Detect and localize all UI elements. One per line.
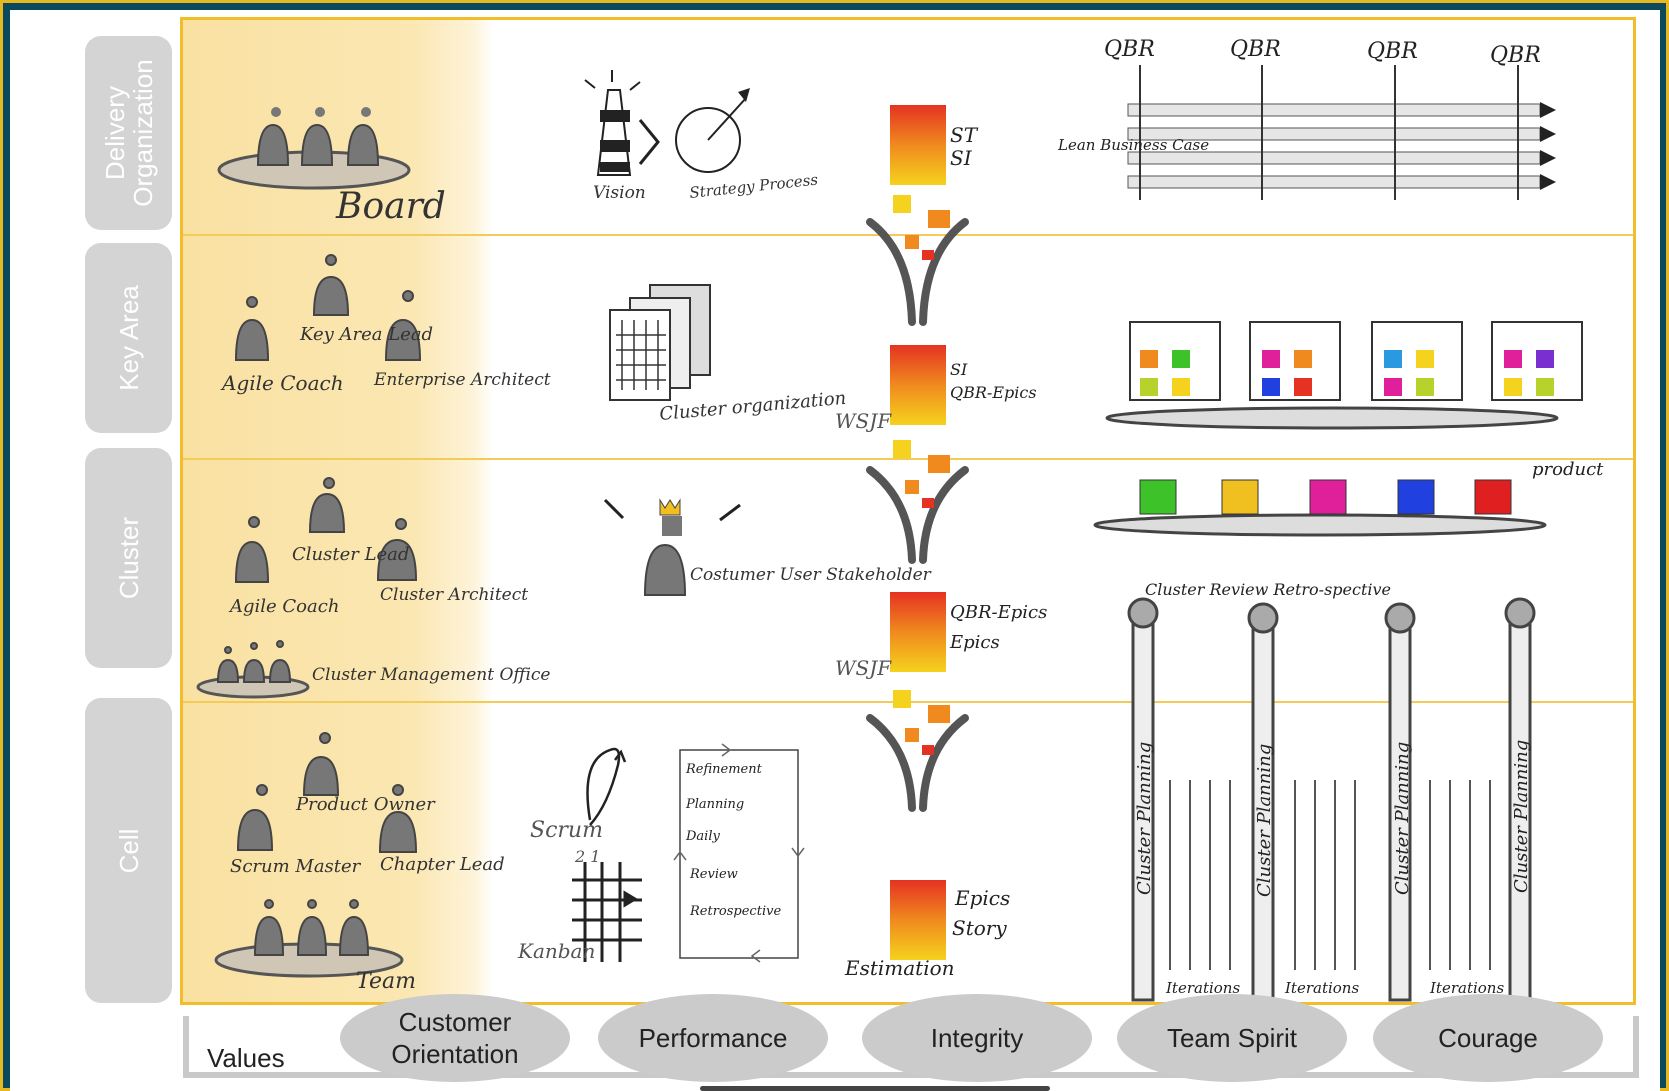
label-iterations: Iterations [1284, 979, 1359, 997]
label-scrum: Scrum [530, 818, 603, 843]
qbr-timeline [1127, 65, 1556, 200]
label-vision: Vision [593, 183, 646, 203]
values-bracket [183, 1016, 1639, 1078]
ceremony-item: Planning [685, 797, 744, 812]
label-kanban: Kanban [517, 939, 595, 963]
key-area-people-icon [234, 254, 422, 361]
label-cluster-planning: Cluster Planning [1392, 742, 1413, 895]
iteration-lines [1169, 780, 1491, 970]
layer-tab-delivery-organization: Delivery Organization [85, 36, 172, 230]
layer-tab-cluster: Cluster [85, 448, 172, 668]
role-cluster-architect: Cluster Architect [380, 585, 528, 605]
label-cluster-planning: Cluster Planning [1254, 744, 1275, 897]
lighthouse-icon [584, 70, 641, 176]
label-cluster-review: Cluster Review Retro-spective [1145, 580, 1391, 599]
role-product-owner: Product Owner [295, 794, 436, 815]
value-courage: Courage [1373, 994, 1603, 1082]
backlog-cluster-2: Epics [949, 632, 1000, 653]
document-stack-icon [609, 284, 711, 401]
label-cluster-organization: Cluster organization [659, 388, 847, 425]
ceremony-item: Refinement [685, 762, 763, 777]
label-iterations: Iterations [1429, 979, 1504, 997]
qbr-label: QBR [1490, 43, 1541, 68]
backlog-delivery-2: SI [950, 146, 973, 170]
label-cluster-planning: Cluster Planning [1134, 742, 1155, 895]
label-estimation: Estimation [844, 956, 955, 980]
product-board-icon [1105, 321, 1583, 430]
role-board: Board [335, 186, 446, 227]
label-lean-business-case: Lean Business Case [1057, 136, 1209, 154]
kanban-grid-icon [572, 862, 642, 962]
label-cluster-planning: Cluster Planning [1511, 740, 1532, 893]
qbr-label: QBR [1104, 37, 1155, 62]
sticky-notes-icon [893, 195, 950, 755]
iteration-pillars [1127, 597, 1536, 1002]
label-product: product [1532, 459, 1604, 480]
backlog-key-area-2: QBR-Epics [950, 383, 1037, 402]
backlog-delivery-1: ST [950, 123, 979, 147]
role-key-area-lead: Key Area Lead [299, 324, 433, 345]
layer-divider [183, 458, 1633, 460]
ceremony-item: Retrospective [689, 904, 781, 919]
value-performance: Performance [598, 994, 828, 1082]
bottom-scroll-indicator [700, 1086, 1050, 1091]
label-customer-user-stakeholder: Costumer User Stakeholder [690, 565, 932, 585]
role-agile-coach: Agile Coach [220, 371, 344, 395]
cluster-people-icon [196, 477, 418, 699]
values-label: Values [207, 1043, 285, 1073]
role-team: Team [356, 969, 416, 994]
role-chapter-lead: Chapter Lead [380, 854, 505, 875]
label-wsjf-2: WSJF [835, 656, 892, 680]
board-table-icon [217, 107, 411, 190]
arrow-icon [638, 119, 660, 165]
role-enterprise-architect: Enterprise Architect [373, 370, 551, 390]
value-customer-orientation: Customer Orientation [340, 994, 570, 1082]
role-scrum-master: Scrum Master [230, 856, 362, 877]
backlog-key-area-1: SI [950, 360, 968, 379]
value-integrity: Integrity [862, 994, 1092, 1082]
qbr-label: QBR [1230, 37, 1281, 62]
value-team-spirit: Team Spirit [1117, 994, 1347, 1082]
gift-conveyor-icon [1093, 479, 1547, 537]
label-wsjf: WSJF [835, 409, 892, 433]
customer-icon [603, 498, 741, 596]
backlog-cluster-1: QBR-Epics [950, 602, 1047, 623]
scrum-loop-icon [586, 747, 627, 826]
cell-people-icon [214, 732, 418, 978]
qbr-label: QBR [1367, 39, 1418, 64]
layer-tab-cell: Cell [85, 698, 172, 1003]
kanban-numbers: 2 1 [574, 847, 600, 866]
label-iterations: Iterations [1165, 979, 1240, 997]
role-cluster-lead: Cluster Lead [292, 544, 409, 565]
ceremony-item: Review [689, 867, 738, 882]
funnel-icon [866, 218, 969, 812]
label-strategy-process: Strategy Process [689, 171, 820, 202]
backlog-cell-2: Story [952, 916, 1007, 940]
backlog-stack-icon [890, 105, 946, 960]
backlog-cell-1: Epics [954, 886, 1010, 910]
ceremony-item: Daily [685, 829, 720, 844]
ceremony-cycle-box [673, 743, 805, 963]
target-icon [675, 88, 750, 173]
layer-tab-key-area: Key Area [85, 243, 172, 433]
role-cluster-agile-coach: Agile Coach [228, 596, 339, 617]
role-cluster-management-office: Cluster Management Office [312, 665, 550, 685]
